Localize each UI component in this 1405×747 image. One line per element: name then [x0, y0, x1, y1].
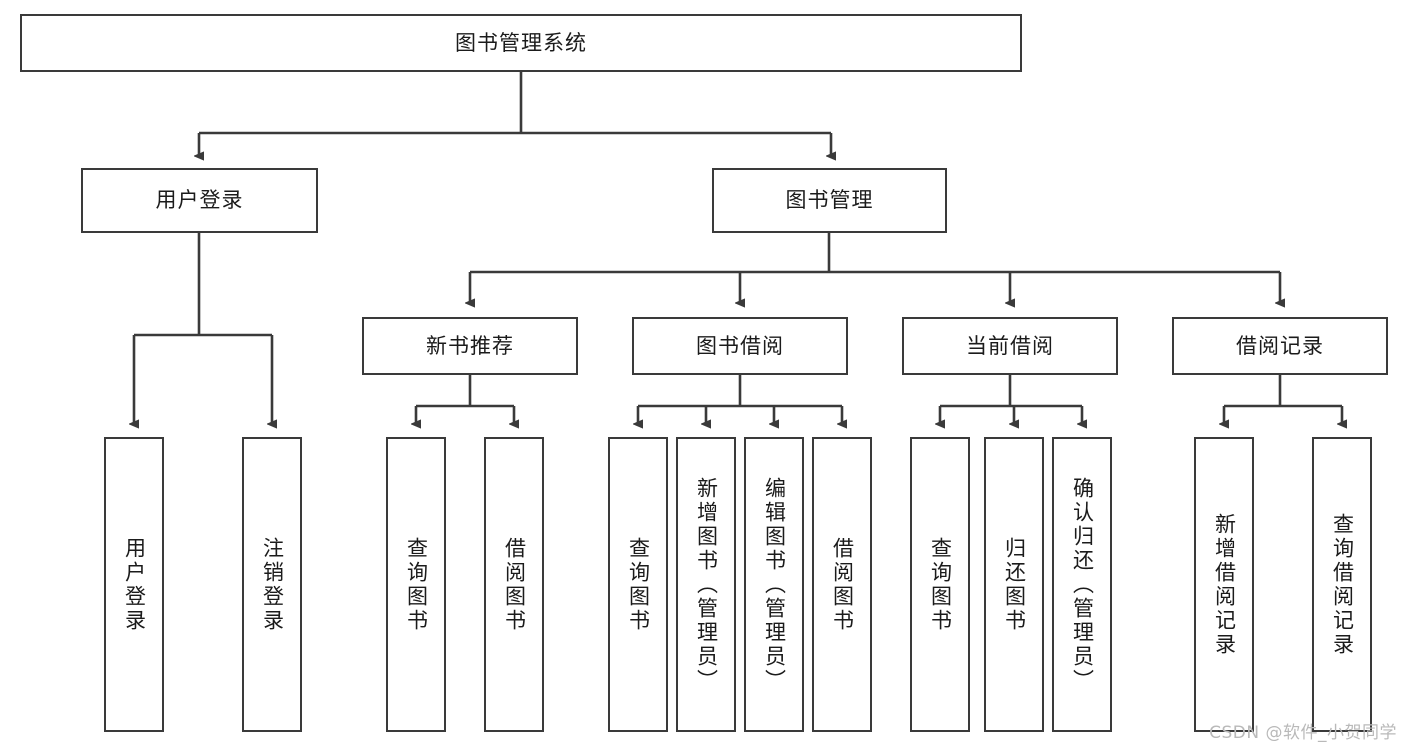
node-root[interactable]: 图书管理系统	[20, 14, 1022, 72]
leaf-edit-book-admin[interactable]: 编辑图书（管理员）	[744, 437, 804, 732]
leaf-borrow-book-new-label: 借阅图书	[502, 536, 527, 633]
leaf-add-book-admin[interactable]: 新增图书（管理员）	[676, 437, 736, 732]
leaf-user-login[interactable]: 用户登录	[104, 437, 164, 732]
leaf-query-book-borrow-label: 查询图书	[626, 536, 651, 633]
node-book-management-label: 图书管理	[785, 188, 874, 212]
leaf-query-book-new-label: 查询图书	[404, 536, 429, 633]
leaf-query-book-new[interactable]: 查询图书	[386, 437, 446, 732]
node-new-book-recommend[interactable]: 新书推荐	[362, 317, 578, 375]
leaf-query-borrow-record[interactable]: 查询借阅记录	[1312, 437, 1372, 732]
leaf-add-borrow-record[interactable]: 新增借阅记录	[1194, 437, 1254, 732]
node-root-label: 图书管理系统	[455, 30, 587, 55]
node-borrow-record[interactable]: 借阅记录	[1172, 317, 1388, 375]
leaf-query-book-current[interactable]: 查询图书	[910, 437, 970, 732]
leaf-borrow-book-new[interactable]: 借阅图书	[484, 437, 544, 732]
leaf-query-book-borrow[interactable]: 查询图书	[608, 437, 668, 732]
leaf-query-book-current-label: 查询图书	[928, 536, 953, 633]
watermark-text: CSDN @软件_小贺同学	[1209, 723, 1397, 743]
leaf-return-book[interactable]: 归还图书	[984, 437, 1044, 732]
node-book-management[interactable]: 图书管理	[712, 168, 947, 233]
leaf-add-book-admin-label: 新增图书（管理员）	[694, 476, 719, 693]
leaf-return-book-label: 归还图书	[1002, 536, 1027, 633]
node-user-login[interactable]: 用户登录	[81, 168, 318, 233]
leaf-logout[interactable]: 注销登录	[242, 437, 302, 732]
leaf-borrow-book[interactable]: 借阅图书	[812, 437, 872, 732]
leaf-edit-book-admin-label: 编辑图书（管理员）	[762, 476, 787, 693]
node-book-borrow[interactable]: 图书借阅	[632, 317, 848, 375]
node-book-borrow-label: 图书借阅	[696, 333, 784, 358]
node-new-book-recommend-label: 新书推荐	[426, 333, 514, 358]
leaf-add-borrow-record-label: 新增借阅记录	[1212, 512, 1237, 657]
node-current-borrow[interactable]: 当前借阅	[902, 317, 1118, 375]
leaf-borrow-book-label: 借阅图书	[830, 536, 855, 633]
node-borrow-record-label: 借阅记录	[1236, 333, 1324, 358]
leaf-user-login-label: 用户登录	[122, 536, 147, 633]
node-current-borrow-label: 当前借阅	[966, 333, 1054, 358]
leaf-query-borrow-record-label: 查询借阅记录	[1330, 512, 1355, 657]
leaf-logout-label: 注销登录	[260, 536, 285, 633]
node-user-login-label: 用户登录	[155, 188, 244, 212]
leaf-confirm-return-admin-label: 确认归还（管理员）	[1070, 476, 1095, 693]
leaf-confirm-return-admin[interactable]: 确认归还（管理员）	[1052, 437, 1112, 732]
